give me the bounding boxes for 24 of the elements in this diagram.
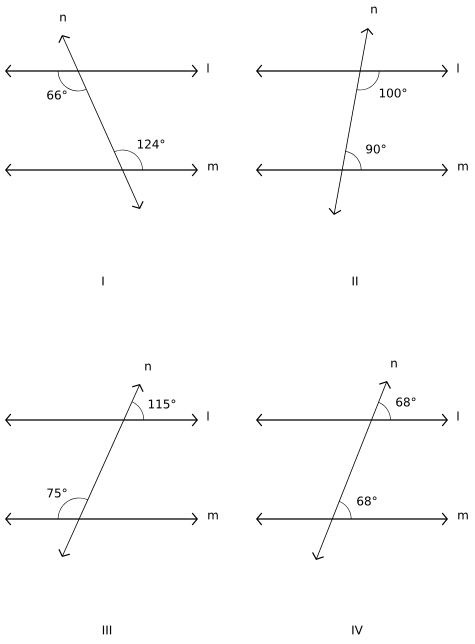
angle-label: 115° (148, 399, 176, 409)
line-name: m (208, 512, 218, 520)
figure-label: I (102, 276, 104, 286)
angle-label: 90° (366, 144, 386, 154)
angle-label: 124° (138, 140, 164, 148)
angle-label: 68° (396, 397, 416, 407)
angle-label: 75° (47, 488, 66, 498)
line-name: n (145, 364, 151, 370)
line-name: l (457, 411, 459, 421)
figure-label: IV (352, 626, 363, 634)
angle-label: 66° (47, 90, 66, 100)
line-name: m (458, 164, 468, 170)
angle-label: 100° (380, 88, 406, 98)
line-name: l (207, 411, 209, 421)
line-name: m (208, 164, 218, 170)
angle-label: 68° (357, 496, 376, 506)
figure-label: III (102, 626, 112, 634)
figure-label: II (352, 276, 358, 286)
line-name: l (457, 63, 459, 73)
line-name: l (207, 63, 209, 73)
line-name: m (458, 512, 468, 520)
line-name: n (60, 14, 66, 22)
line-name: n (371, 6, 377, 14)
line-name: n (391, 360, 397, 368)
